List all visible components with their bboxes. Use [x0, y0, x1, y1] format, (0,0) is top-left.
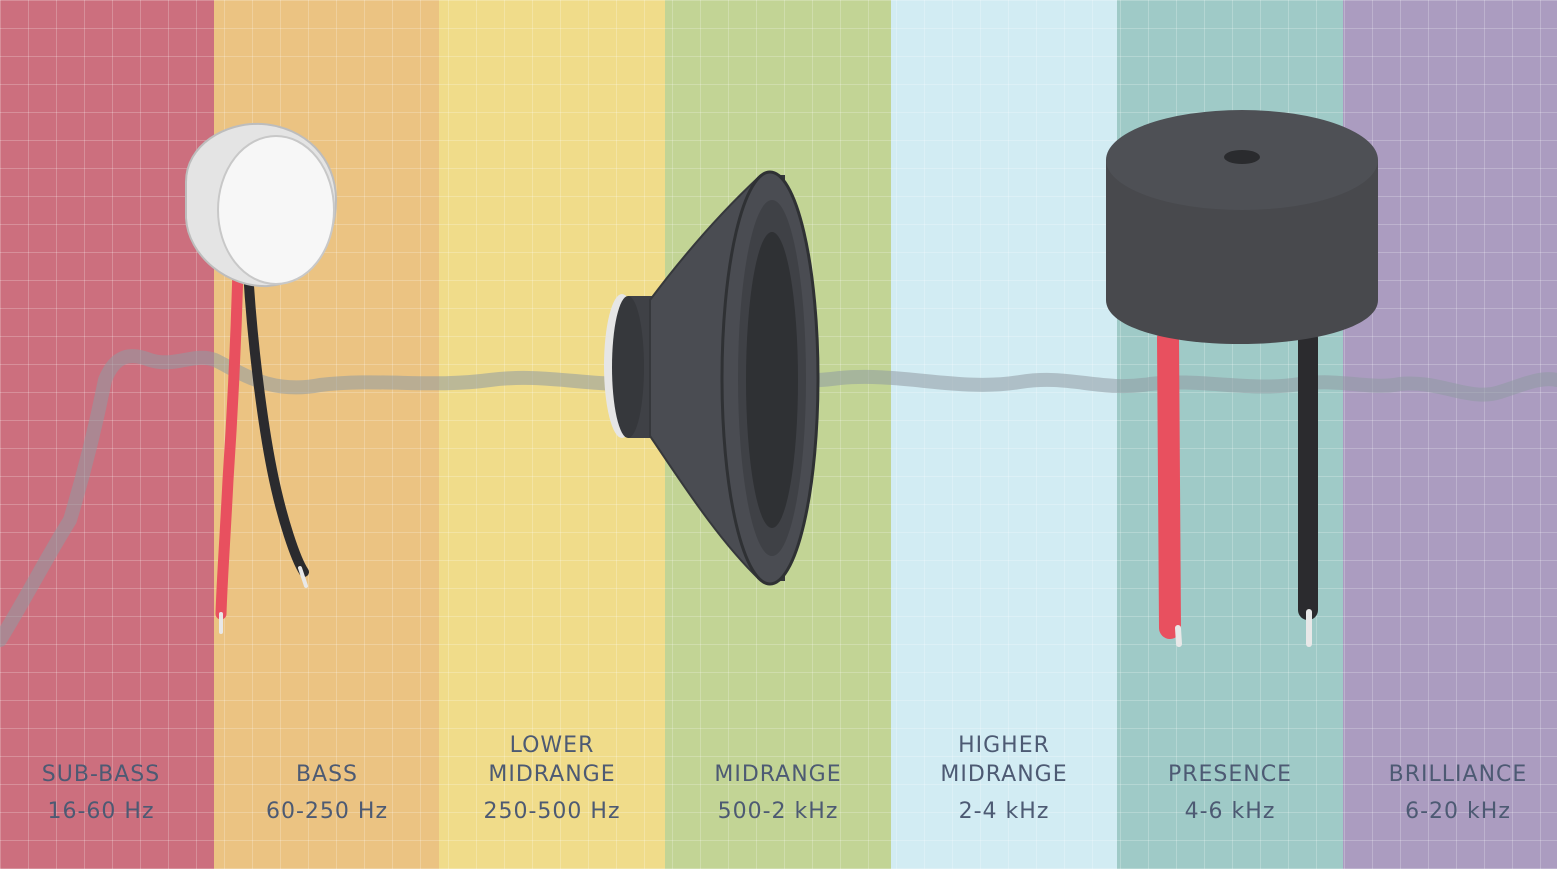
band-range: 250-500 Hz	[483, 799, 621, 824]
band-label-higher-midrange: HIGHER MIDRANGE 2-4 kHz	[891, 731, 1117, 826]
band-name-line-2: MIDRANGE	[488, 762, 616, 787]
band-sub-bass	[0, 0, 214, 869]
band-name: MIDRANGE	[714, 762, 842, 787]
piezo-buzzer-icon	[1106, 110, 1378, 647]
band-label-presence: PRESENCE 4-6 kHz	[1117, 760, 1343, 826]
band-label-lower-midrange: LOWER MIDRANGE 250-500 Hz	[439, 731, 665, 826]
band-name-line-2: MIDRANGE	[940, 762, 1068, 787]
band-range: 6-20 kHz	[1405, 799, 1511, 824]
band-range: 2-4 kHz	[958, 799, 1050, 824]
band-name: BASS	[295, 762, 359, 787]
band-name: SUB-BASS	[41, 762, 161, 787]
band-label-midrange: MIDRANGE 500-2 kHz	[665, 760, 891, 826]
band-higher-midrange	[891, 0, 1117, 869]
band-name-line-1: LOWER	[509, 733, 595, 758]
band-name: PRESENCE	[1167, 762, 1293, 787]
band-label-sub-bass: SUB-BASS 16-60 Hz	[0, 760, 214, 826]
band-range: 16-60 Hz	[47, 799, 155, 824]
band-name: BRILLIANCE	[1388, 762, 1528, 787]
microphone-capsule-icon	[185, 122, 338, 634]
band-name-line-1: HIGHER	[958, 733, 1050, 758]
band-brilliance	[1343, 0, 1557, 869]
speaker-cone-icon	[604, 170, 820, 586]
band-range: 500-2 kHz	[717, 799, 839, 824]
band-label-brilliance: BRILLIANCE 6-20 kHz	[1345, 760, 1557, 826]
band-label-bass: BASS 60-250 Hz	[214, 760, 440, 826]
band-range: 4-6 kHz	[1184, 799, 1276, 824]
band-range: 60-250 Hz	[265, 799, 388, 824]
